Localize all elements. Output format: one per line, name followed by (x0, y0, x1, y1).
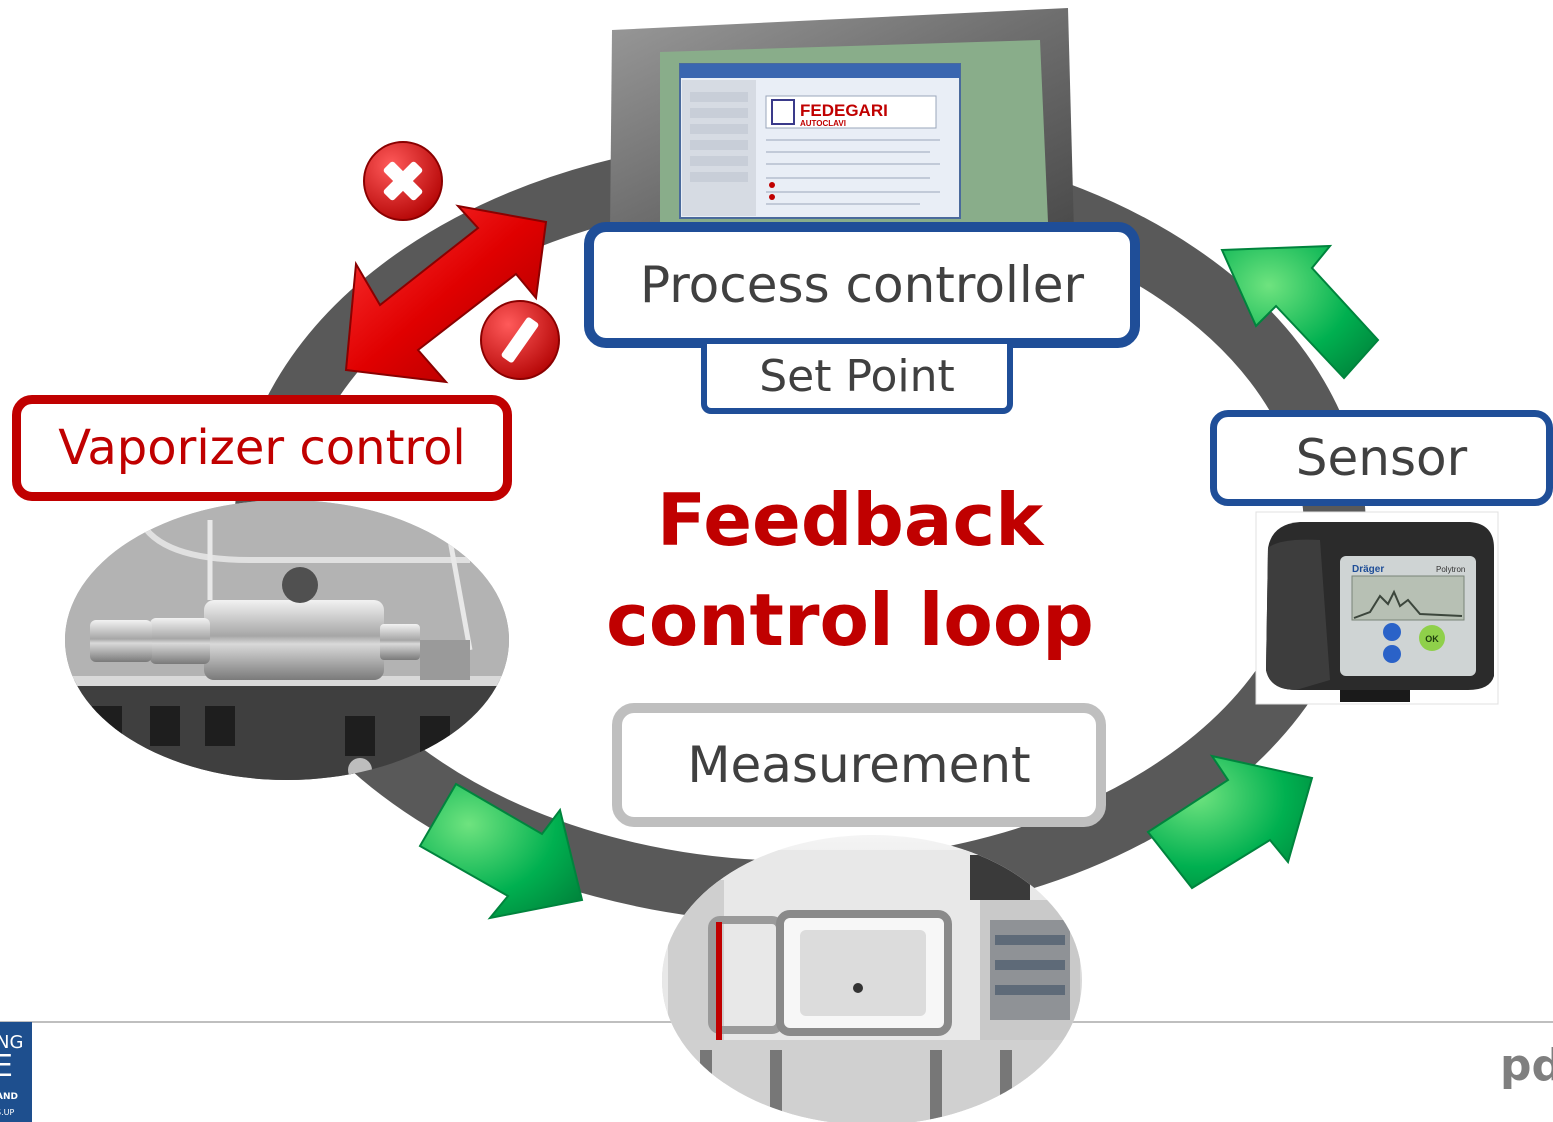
logo-line-1: NG (0, 1032, 24, 1053)
sensor-device-photo: Dräger Polytron OK (1255, 511, 1499, 705)
arrow-controller-vaporizer (344, 204, 548, 384)
set-point-label: Set Point (701, 344, 1013, 414)
arrow-vaporizer-to-chamber (418, 782, 584, 920)
screen-brand-sub: AUTOCLAVI (800, 119, 846, 128)
vaporizer-control-label: Vaporizer control (12, 395, 512, 501)
logo-line-2: E (0, 1049, 13, 1084)
measurement-label: Measurement (612, 703, 1106, 827)
screen-brand: FEDEGARI (800, 101, 888, 120)
title-line-1: Feedback (656, 478, 1044, 562)
logo-line-3: AND (0, 1092, 18, 1102)
process-controller-screen: FEDEGARI AUTOCLAVI (610, 8, 1074, 232)
sensor-model: Polytron (1436, 565, 1465, 574)
minus-badge (480, 300, 560, 380)
sensor-label: Sensor (1210, 410, 1553, 506)
footer-brand: pda (1500, 1040, 1553, 1091)
diagram-title: Feedback control loop (560, 470, 1140, 670)
isolator-chamber-photo (662, 835, 1082, 1122)
footer-logo: NG E AND S.UP (0, 1022, 32, 1122)
plus-badge (363, 141, 443, 221)
arrow-chamber-to-sensor (1146, 754, 1314, 890)
title-line-2: control loop (606, 578, 1094, 662)
sensor-ok-label: OK (1425, 634, 1439, 644)
logo-line-4: S.UP (0, 1108, 15, 1117)
vaporizer-photo (65, 500, 509, 780)
arrow-sensor-to-controller (1220, 244, 1380, 380)
sensor-brand: Dräger (1352, 564, 1384, 575)
process-controller-label: Process controller (584, 222, 1140, 348)
